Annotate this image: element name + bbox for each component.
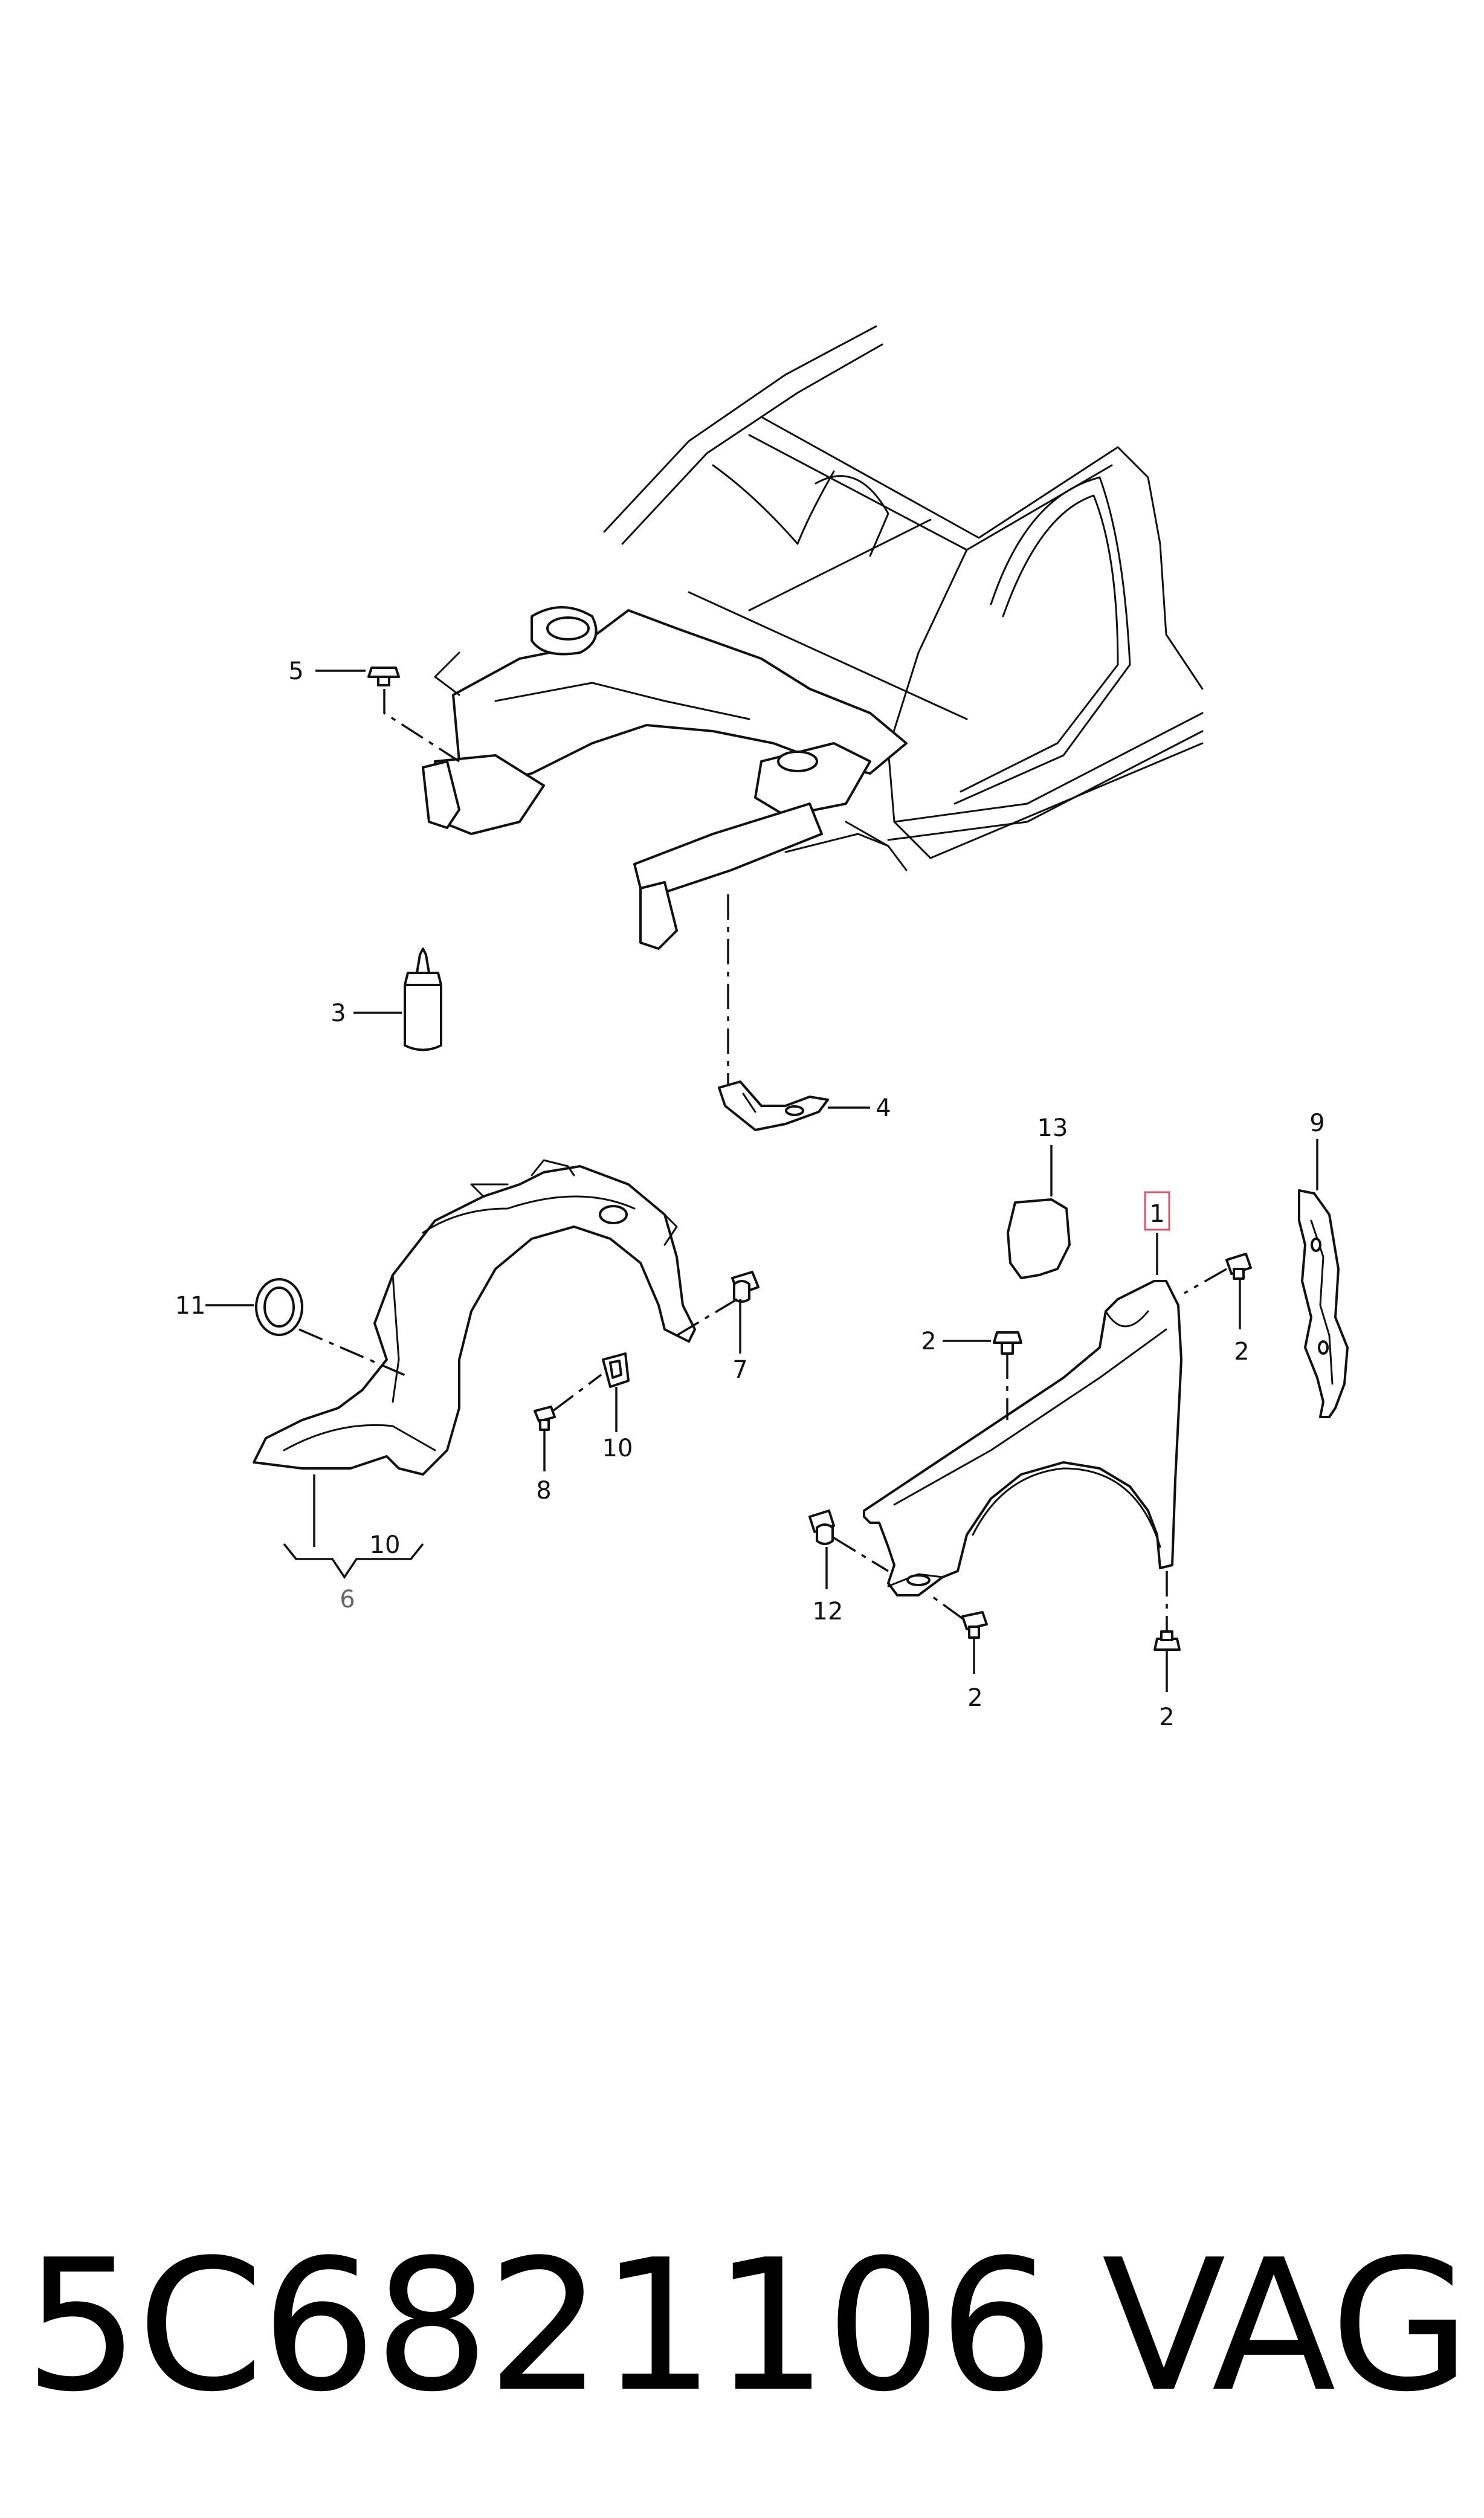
- part-12-screw[interactable]: [808, 1509, 835, 1545]
- part-4-bracket[interactable]: [718, 1080, 829, 1131]
- callout-2-lower-right: 2: [1159, 1703, 1174, 1731]
- part-number-footer: 5C6821106 VAG: [24, 2212, 1471, 2441]
- part-1-fender[interactable]: [863, 1280, 1182, 1596]
- callout-8: 8: [536, 1477, 551, 1505]
- callout-2-lower-left: 2: [967, 1684, 982, 1712]
- callout-6: 6: [340, 1586, 355, 1613]
- part-8-bolt[interactable]: [534, 1406, 556, 1431]
- part-2-clip-lower-right[interactable]: [1153, 1630, 1181, 1651]
- part-11-grommet[interactable]: [255, 1278, 303, 1336]
- callout-9: 9: [1309, 1109, 1324, 1137]
- callout-2-upper-right: 2: [1234, 1338, 1249, 1366]
- part-7-screw[interactable]: [731, 1271, 760, 1303]
- part-5-bolt[interactable]: [367, 667, 400, 686]
- callout-11: 11: [175, 1292, 206, 1320]
- part-10-clip[interactable]: [602, 1352, 630, 1388]
- part-2-screw-lower-left[interactable]: [961, 1611, 988, 1639]
- callout-5: 5: [288, 657, 303, 685]
- callout-2-upper-left: 2: [921, 1328, 936, 1355]
- callout-4: 4: [876, 1094, 891, 1122]
- part-6-wheel-liner[interactable]: [253, 1159, 696, 1476]
- parts-diagram: 5 3 4 10 6 11 7: [175, 325, 1349, 1731]
- brand-label: VAG: [1102, 2221, 1471, 2432]
- part-number: 5C6821106: [24, 2221, 1054, 2432]
- callout-13: 13: [1037, 1114, 1068, 1142]
- part-3-sealant-tube[interactable]: [404, 947, 442, 1051]
- callout-10: 10: [602, 1435, 633, 1462]
- part-2-clip-upper-left[interactable]: [993, 1331, 1022, 1355]
- part-13-patch[interactable]: [1007, 1198, 1071, 1279]
- callout-1: 1: [1149, 1200, 1164, 1228]
- callout-7: 7: [732, 1356, 747, 1384]
- body-shell: [422, 325, 1204, 950]
- part-2-screw-upper-right[interactable]: [1225, 1253, 1252, 1280]
- callout-1-highlight: [1144, 1191, 1170, 1231]
- callout-3: 3: [331, 999, 346, 1027]
- callout-12: 12: [813, 1598, 844, 1625]
- callout-10-sub: 10: [370, 1531, 401, 1559]
- part-9-bracket[interactable]: [1298, 1189, 1349, 1418]
